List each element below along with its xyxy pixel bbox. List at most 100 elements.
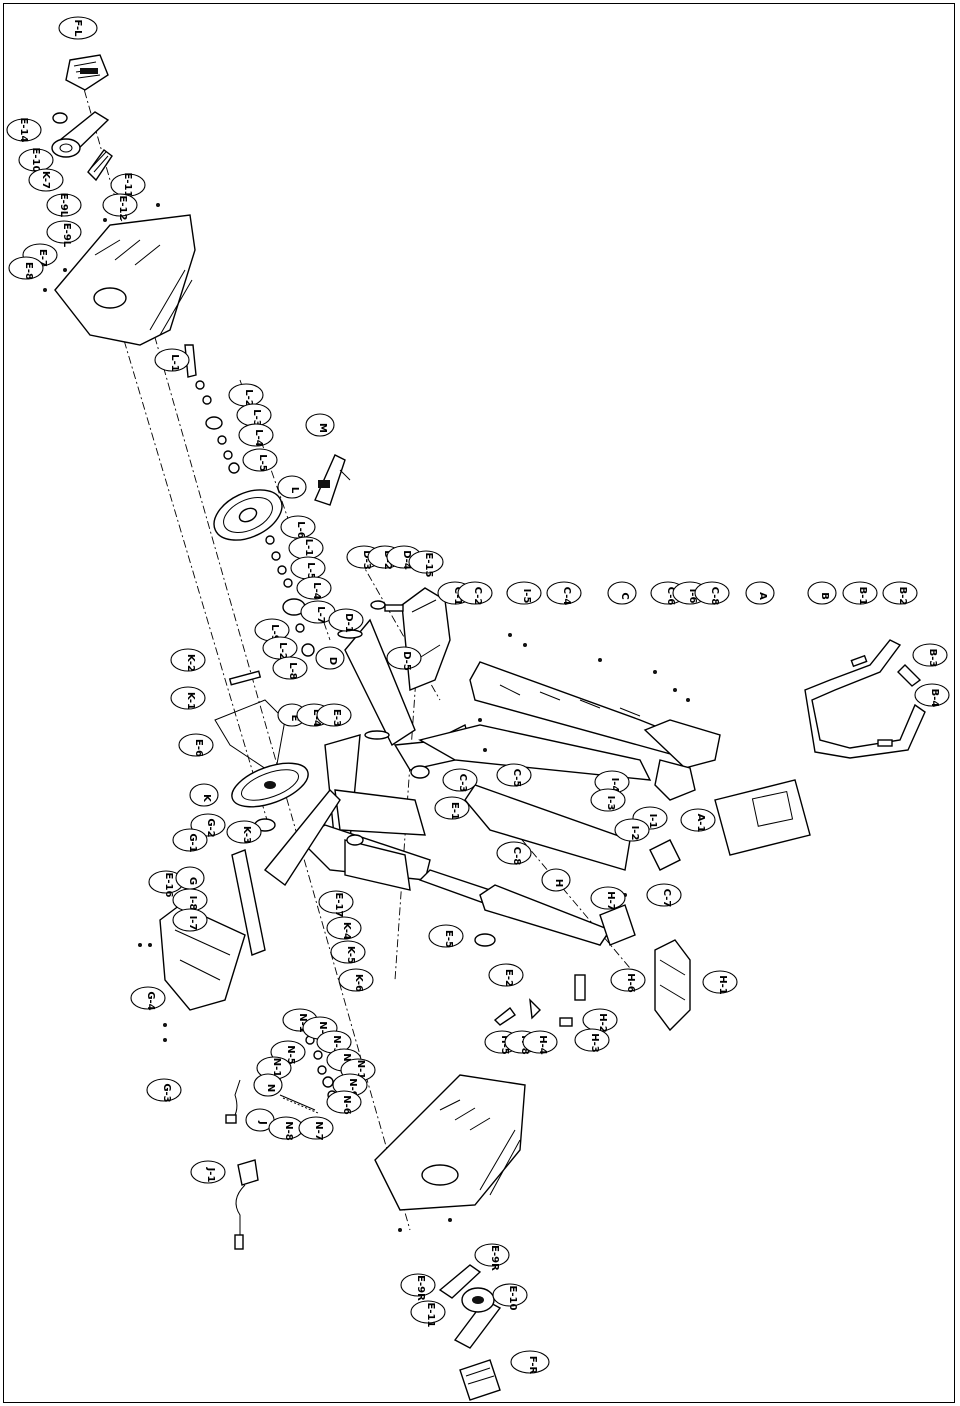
svg-text:C-4: C-4 — [561, 587, 572, 606]
label-L2b: L-2 — [262, 636, 298, 660]
svg-text:C-6: C-6 — [665, 587, 676, 606]
svg-text:G-4: G-4 — [145, 991, 156, 1010]
svg-text:E-11: E-11 — [122, 173, 133, 198]
label-C: C — [607, 581, 637, 605]
label-E12: E-12 — [102, 193, 138, 221]
left-crank-arm — [51, 111, 113, 182]
svg-text:B-1: B-1 — [857, 587, 868, 606]
svg-text:H-3: H-3 — [589, 1033, 600, 1053]
label-G: G — [175, 866, 205, 890]
svg-text:F-R: F-R — [527, 1356, 538, 1375]
svg-text:C-3: C-3 — [457, 774, 468, 793]
svg-text:K-6: K-6 — [353, 974, 364, 992]
svg-text:J: J — [257, 1120, 268, 1125]
svg-text:I-3: I-3 — [605, 796, 616, 811]
svg-text:E-4: E-4 — [311, 709, 322, 727]
label-G3: G-3 — [146, 1078, 182, 1103]
label-L4b: L-4 — [296, 576, 332, 600]
left-cover — [54, 214, 196, 346]
svg-text:E-2: E-2 — [503, 969, 514, 987]
label-I3: I-3 — [590, 788, 626, 812]
svg-text:E-5: E-5 — [443, 930, 454, 948]
svg-text:K-5: K-5 — [345, 946, 356, 964]
console-mast — [418, 661, 721, 871]
svg-text:G-3: G-3 — [161, 1083, 172, 1102]
label-L: L — [277, 475, 307, 499]
label-K1: K-1 — [170, 686, 206, 710]
svg-text:H: H — [553, 879, 564, 887]
svg-text:E-12: E-12 — [117, 196, 128, 221]
svg-text:E-9R: E-9R — [415, 1275, 426, 1301]
svg-text:B-2: B-2 — [897, 587, 908, 606]
svg-text:C-7: C-7 — [661, 889, 672, 908]
svg-text:B: B — [819, 592, 830, 600]
svg-text:K: K — [201, 794, 212, 803]
svg-text:E-15: E-15 — [423, 553, 434, 578]
label-B2: B-2 — [882, 581, 918, 606]
svg-text:H-1: H-1 — [717, 975, 728, 995]
label-K4: K-4 — [326, 916, 362, 940]
front-stabilizer — [418, 869, 691, 1032]
label-E15: E-15 — [408, 550, 444, 578]
console-panel — [714, 779, 811, 856]
svg-text:K-2: K-2 — [185, 654, 196, 672]
svg-text:E-16: E-16 — [163, 873, 174, 898]
svg-text:A: A — [757, 592, 768, 600]
label-E10R: E-10 — [492, 1283, 528, 1310]
svg-text:H-4: H-4 — [537, 1035, 548, 1055]
label-E6: E-6 — [178, 733, 214, 757]
label-E3: E-3 — [316, 703, 352, 727]
svg-text:N: N — [265, 1084, 276, 1092]
label-B3: B-3 — [912, 643, 948, 667]
label-N: N — [253, 1073, 283, 1097]
svg-text:I-2: I-2 — [629, 826, 640, 841]
power-cables — [225, 1079, 259, 1250]
svg-text:L-4: L-4 — [311, 582, 322, 600]
label-I2: I-2 — [614, 818, 650, 842]
label-K3: K-3 — [226, 820, 262, 844]
label-E10: E-10 — [18, 148, 54, 173]
svg-text:B-4: B-4 — [929, 689, 940, 708]
svg-text:L-5: L-5 — [305, 562, 316, 580]
right-cover — [374, 1074, 526, 1211]
label-E5: E-5 — [428, 924, 464, 948]
svg-text:N-3: N-3 — [331, 1035, 342, 1055]
svg-text:L-3: L-3 — [251, 409, 262, 427]
svg-text:N-1: N-1 — [297, 1013, 308, 1033]
label-K: K — [189, 783, 219, 807]
svg-text:E-9R: E-9R — [489, 1245, 500, 1271]
label-H3: H-3 — [574, 1028, 610, 1053]
label-B4: B-4 — [914, 683, 950, 708]
svg-text:L-4: L-4 — [253, 429, 264, 447]
label-B1: B-1 — [842, 581, 878, 606]
svg-text:K-4: K-4 — [341, 922, 352, 940]
label-E17: E-17 — [318, 890, 354, 917]
label-H4: H-4 — [522, 1030, 558, 1055]
svg-text:C-8: C-8 — [511, 847, 522, 866]
svg-text:N-9: N-9 — [347, 1078, 358, 1098]
svg-text:E-10: E-10 — [30, 148, 41, 173]
label-H: H — [541, 868, 571, 892]
svg-text:E-1: E-1 — [449, 802, 460, 820]
label-L8: L-8 — [272, 656, 308, 680]
svg-text:I-6: I-6 — [687, 589, 698, 604]
label-FR: F-R — [510, 1350, 550, 1375]
part-labels: F-L E-14 E-10 K-7 E-9L E-11 E-12 E-9L E-… — [6, 16, 950, 1375]
label-I5: I-5 — [506, 581, 542, 605]
svg-text:G-1: G-1 — [187, 833, 198, 852]
seat-assembly — [337, 587, 451, 747]
label-L6: L-6 — [280, 515, 316, 539]
svg-text:E-11: E-11 — [425, 1303, 436, 1328]
svg-text:A-1: A-1 — [695, 814, 706, 833]
svg-text:G: G — [187, 877, 198, 885]
handlebar — [804, 639, 926, 759]
stabilizer-hardware — [493, 974, 586, 1027]
label-M: M — [305, 413, 335, 437]
svg-text:H-6: H-6 — [625, 973, 636, 993]
label-N8: N-8 — [268, 1116, 304, 1141]
svg-text:N-2: N-2 — [317, 1021, 328, 1041]
svg-text:L-10: L-10 — [303, 539, 314, 563]
svg-text:E-8: E-8 — [23, 262, 34, 280]
label-H2: H-2 — [582, 1008, 618, 1033]
